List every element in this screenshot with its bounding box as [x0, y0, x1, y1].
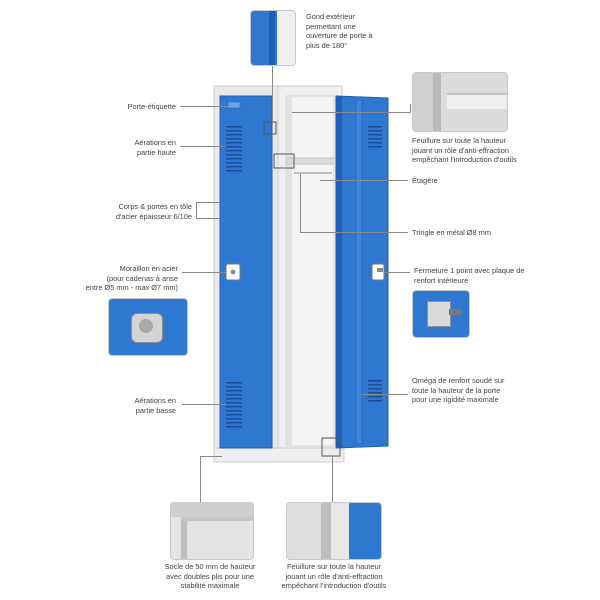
thumb-morallon	[108, 298, 188, 356]
locker-interior-side	[286, 96, 292, 446]
leader-gond	[272, 64, 273, 124]
right-door-bottom-vents	[368, 380, 382, 402]
locker-interior	[285, 95, 335, 447]
label-corps: Corps & portes en tôle d'acier épaisseur…	[115, 202, 192, 221]
label-socle: Socle de 50 mm de hauteur avec doubles p…	[164, 562, 256, 591]
leader-tringle-v	[300, 174, 301, 232]
left-door-bottom-vents	[226, 382, 242, 428]
thumb-feuillure-bottom	[286, 502, 382, 560]
leader-etagere	[320, 180, 408, 181]
thumb-fermeture	[412, 290, 470, 338]
right-door-edge	[336, 96, 342, 448]
label-aerations-haute: Aérations en partie haute	[134, 138, 177, 157]
leader-aerations-basse	[182, 404, 226, 405]
leader-fermeture	[384, 272, 410, 273]
leader-aerations-haute	[180, 146, 226, 147]
leader-socle-v	[200, 456, 201, 502]
leader-porte-etiquette	[180, 106, 228, 107]
locker-base	[213, 447, 345, 463]
leader-omega	[362, 394, 408, 395]
callout-box-feuillure	[273, 153, 295, 169]
label-feuillure-bottom: Feuillure sur toute la hauteur jouant un…	[281, 562, 387, 591]
label-gond: Gond extérieur permettant une ouverture …	[306, 12, 373, 50]
label-porte-etiquette: Porte-étiquette	[127, 102, 176, 111]
label-morallon: Moraillon en acier (pour cadenas à anse …	[85, 264, 178, 293]
rod	[294, 172, 332, 174]
label-etagere: Étagère	[412, 176, 438, 185]
thumb-hinge	[250, 10, 296, 66]
callout-box-bottom	[321, 437, 341, 457]
shelf	[285, 157, 335, 165]
leader-morallon	[182, 272, 226, 273]
leader-feuillure-bottom	[332, 456, 333, 502]
label-aerations-basse: Aérations en partie basse	[134, 396, 177, 415]
label-omega: Oméga de renfort soudé sur toute la haut…	[412, 376, 505, 405]
leader-socle-h	[200, 456, 222, 457]
leader-feuillure-top-v	[410, 104, 411, 113]
omega-reinforcement	[355, 99, 363, 445]
label-holder	[227, 101, 241, 109]
label-fermeture: Fermeture 1 point avec plaque de renfort…	[414, 266, 525, 285]
leader-tringle-h	[300, 232, 408, 233]
label-tringle: Tringle en métal Ø8 mm	[412, 228, 491, 237]
callout-box-hinge	[263, 121, 277, 135]
leader-corps-b	[196, 218, 220, 219]
left-door-top-vents	[226, 126, 242, 172]
right-door-top-vents	[368, 126, 382, 148]
thumb-feuillure-top	[412, 72, 508, 132]
leader-feuillure-top-h	[292, 112, 410, 113]
leader-corps-v	[196, 202, 197, 218]
label-feuillure-top: Feuillure sur toute la hauteur jouant un…	[412, 136, 517, 165]
thumb-socle	[170, 502, 254, 560]
leader-corps-a	[196, 202, 220, 203]
